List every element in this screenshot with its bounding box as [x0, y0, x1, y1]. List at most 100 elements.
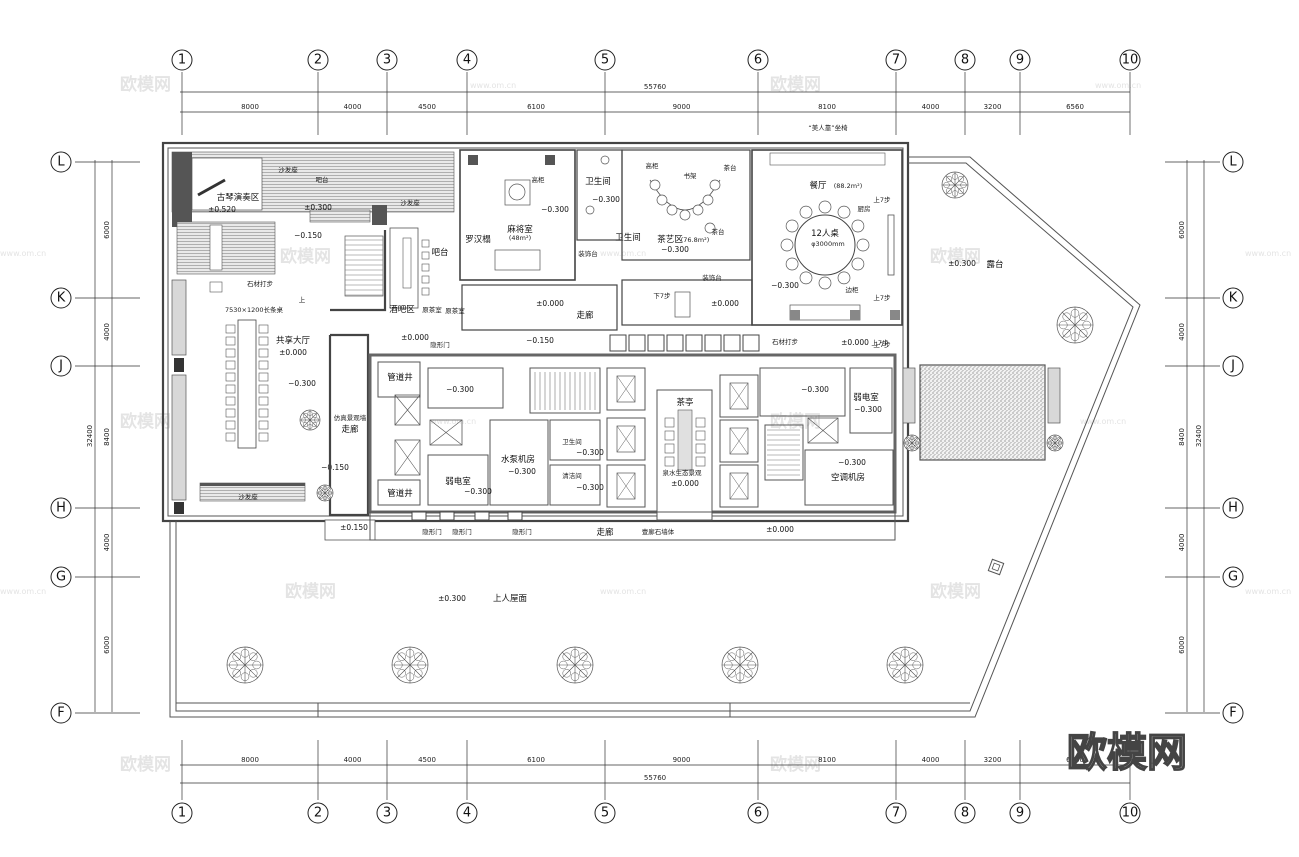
watermark-url: www.om.cn	[430, 417, 476, 426]
watermark-text: 欧模网	[770, 411, 821, 432]
label-hidden-door-2: 隐形门	[422, 527, 442, 536]
label-tea-room-2: 原茶室	[445, 306, 465, 315]
label-down-step: 下7步	[653, 292, 671, 300]
label-bar-counter-2: 吧台	[431, 247, 448, 258]
elev-wc: −0.300	[592, 195, 620, 204]
dim-label: 6000	[103, 636, 111, 654]
dim-label: 4000	[1178, 323, 1186, 341]
right-core: −0.300 弱电室 −0.300 −0.300 空调机房 上7步	[759, 338, 894, 506]
axis-bubble	[954, 802, 976, 824]
label-wc-1: 卫生间	[585, 176, 611, 187]
label-main-corridor: 走廊	[576, 310, 594, 321]
dim-total-top: 55760	[644, 83, 666, 91]
axis-bubble	[1009, 49, 1031, 71]
axis-label: G	[1228, 570, 1238, 585]
plant-icon	[903, 434, 921, 452]
dim-total-bottom: 55760	[644, 774, 666, 782]
dim-label: 8100	[818, 103, 836, 111]
watermark-url: www.om.cn	[1245, 249, 1291, 258]
elev-landscape: −0.150	[321, 463, 349, 472]
dim-label: 4000	[344, 756, 362, 764]
axis-label: 10	[1122, 806, 1139, 821]
axis-bubble	[1009, 802, 1031, 824]
axis-bubble	[1222, 497, 1244, 519]
dim-label: 8100	[818, 756, 836, 764]
label-water-feature: 泉水生态景观	[663, 468, 703, 477]
label-sofa-seats-2: 沙发座	[400, 198, 420, 207]
dim-label: 8400	[103, 428, 111, 446]
elev-cleaning: −0.300	[576, 483, 604, 492]
plant-icon	[886, 646, 924, 684]
label-sideboard: 边柜	[846, 285, 860, 294]
label-hidden-door-3: 隐形门	[452, 527, 472, 536]
watermark-url: www.om.cn	[470, 81, 516, 90]
plant-icon	[1046, 434, 1064, 452]
watermark-text: 欧模网	[120, 74, 171, 95]
bottom-dimension-chain: 55760	[180, 764, 1130, 784]
label-up-step-4: 上7步	[871, 338, 889, 347]
axis-label: 5	[601, 806, 609, 821]
axis-label: 1	[178, 806, 186, 821]
axis-label: F	[57, 706, 64, 721]
label-kitchen: 厨房	[858, 204, 871, 213]
dim-label: 6000	[103, 221, 111, 239]
axis-bubble	[1222, 287, 1244, 309]
dim-label: 4000	[922, 756, 940, 764]
watermark-text: 欧模网	[120, 754, 171, 775]
elev-display: ±0.000	[711, 299, 739, 308]
label-corridor-left: 走廊	[341, 424, 359, 435]
axis-label: 4	[463, 53, 471, 68]
label-tea-table: 茶台	[712, 227, 725, 236]
bottom-corridor: 隐形门 隐形门 隐形门 走廊 壹廊石墙体 ±0.000	[369, 511, 896, 541]
axis-bubble	[1222, 566, 1244, 588]
display-corridor: 装饰台 ±0.000 走廊 ±0.000 下7步	[461, 273, 753, 331]
label-bench-sign: “美人靠”坐椅	[808, 123, 848, 132]
label-bookshelf: 书架	[684, 171, 698, 180]
shared-hall: 7530×1200长条桌 共享大厅 ±0.000 −0.300 沙发座 −0.1…	[171, 279, 349, 514]
elev-wc-3: −0.300	[576, 448, 604, 457]
elev-core-entry: ±0.000	[401, 333, 429, 342]
axis-label: H	[56, 501, 66, 516]
axis-label: J	[1230, 359, 1235, 374]
shafts	[606, 367, 759, 508]
dim-label: 6560	[1066, 103, 1084, 111]
label-display-2: 装饰台	[702, 273, 722, 282]
axis-label: L	[1229, 155, 1237, 170]
label-display-1: 装饰台	[578, 249, 598, 258]
axis-label: 8	[961, 53, 969, 68]
label-elec-room-2: 弱电室	[853, 392, 879, 403]
elev-guqin-2: ±0.300	[304, 203, 332, 212]
label-tea-pavilion: 茶亭	[676, 397, 693, 408]
plant-icon	[941, 171, 969, 199]
elev-ac-room: −0.300	[838, 458, 866, 467]
wc-upper: 卫生间 卫生间 −0.300 装饰台	[576, 149, 641, 258]
axis-label: K	[57, 291, 66, 306]
axis-bubble	[376, 802, 398, 824]
axis-bubble	[885, 802, 907, 824]
axis-label: F	[1229, 706, 1236, 721]
axis-label: 3	[383, 806, 391, 821]
axis-label: G	[56, 570, 66, 585]
plant-icon	[391, 646, 429, 684]
plant-icon	[721, 646, 759, 684]
label-stone-steps-2: 石材打步	[772, 337, 799, 346]
axis-bubble	[376, 49, 398, 71]
axis-bubble	[1222, 151, 1244, 173]
label-stone-steps: 石材打步	[247, 279, 274, 288]
watermark-url: www.om.cn	[1095, 81, 1141, 90]
axis-bubble	[594, 802, 616, 824]
plant-icon	[1056, 306, 1094, 344]
axis-grid	[75, 72, 1220, 800]
axis-bubble	[171, 802, 193, 824]
label-corridor-bottom: 走廊	[596, 527, 614, 538]
label-terrace: 露台	[986, 259, 1003, 270]
elev-roof: ±0.300	[438, 594, 466, 603]
tea-pavilion: 茶亭 泉水生态景观 ±0.000	[656, 389, 713, 521]
label-bar-area: 酒吧区	[389, 305, 415, 315]
elev-right-core: −0.300	[801, 385, 829, 394]
watermark-url: www.om.cn	[1080, 417, 1126, 426]
dim-label: 9000	[673, 756, 691, 764]
